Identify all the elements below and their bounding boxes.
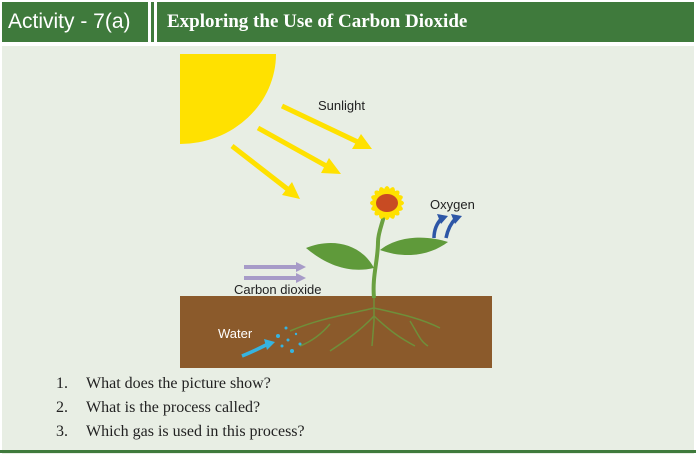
plant-roots [289, 296, 441, 352]
header-divider [151, 2, 154, 42]
question-list: 1. What does the picture show? 2. What is … [56, 373, 305, 445]
question-number: 1. [56, 375, 68, 392]
oxygen-arrows [432, 216, 458, 239]
left-leaf [306, 242, 374, 270]
oxygen-label: Oxygen [430, 197, 475, 212]
question-item: 2. What is the process called? [56, 397, 305, 421]
sunlight-label: Sunlight [318, 98, 365, 113]
sunflower [370, 186, 404, 220]
soil [180, 296, 492, 368]
question-text: What does the picture show? [86, 375, 271, 392]
sun-shape [180, 54, 276, 144]
question-number: 3. [56, 423, 68, 440]
plant-stem [371, 205, 388, 299]
sunlight-rays [230, 103, 372, 199]
question-item: 3. Which gas is used in this process? [56, 421, 305, 445]
carbon-dioxide-arrows [244, 262, 306, 283]
question-text: Which gas is used in this process? [86, 423, 305, 440]
bottom-border [0, 450, 696, 453]
activity-title: Exploring the Use of Carbon Dioxide [157, 2, 694, 42]
right-leaf [380, 237, 448, 256]
activity-label: Activity - 7(a) [2, 2, 148, 42]
activity-header: Activity - 7(a) Exploring the Use of Car… [0, 0, 696, 46]
question-text: What is the process called? [86, 399, 261, 416]
water-droplets [276, 326, 302, 353]
carbon-dioxide-label: Carbon dioxide [234, 282, 321, 297]
water-label: Water [218, 326, 253, 341]
question-item: 1. What does the picture show? [56, 373, 305, 397]
water-arrow [241, 339, 275, 358]
photosynthesis-illustration: Sunlight Oxygen [180, 54, 492, 368]
question-number: 2. [56, 399, 68, 416]
